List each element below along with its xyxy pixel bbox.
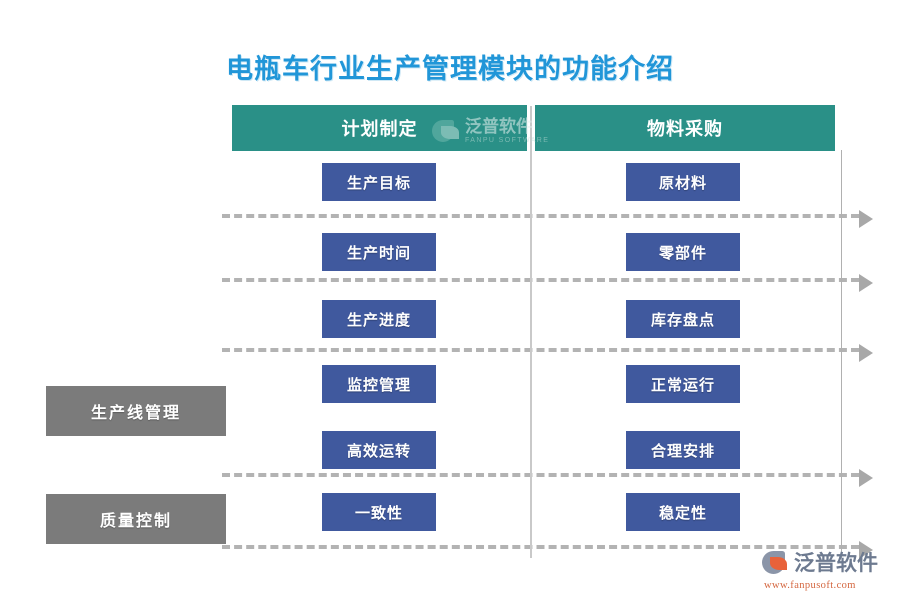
chip-right-5[interactable]: 合理安排 [626, 431, 740, 469]
brand-url: www.fanpusoft.com [764, 580, 856, 591]
right-rail-line [841, 150, 842, 558]
chip-right-6[interactable]: 稳定性 [626, 493, 740, 531]
fanpu-logo-icon [762, 550, 790, 576]
header-material-purchase[interactable]: 物料采购 [535, 105, 835, 151]
chip-left-3[interactable]: 生产进度 [322, 300, 436, 338]
connector-arrow-5 [222, 541, 873, 559]
chip-left-5[interactable]: 高效运转 [322, 431, 436, 469]
chip-left-1[interactable]: 生产目标 [322, 163, 436, 201]
column-separator-line [530, 106, 532, 558]
brand-row: 泛普软件 [762, 549, 892, 577]
page-title: 电瓶车行业生产管理模块的功能介绍 [226, 54, 674, 84]
connector-arrow-2 [222, 274, 873, 292]
chip-right-3[interactable]: 库存盘点 [626, 300, 740, 338]
chip-left-6[interactable]: 一致性 [322, 493, 436, 531]
chip-left-4[interactable]: 监控管理 [322, 365, 436, 403]
connector-arrow-4 [222, 469, 873, 487]
connector-arrow-3 [222, 344, 873, 362]
brand-name: 泛普软件 [794, 551, 878, 575]
brand-logo[interactable]: 泛普软件 www.fanpusoft.com [762, 549, 892, 595]
header-plan-making[interactable]: 计划制定 [232, 105, 527, 151]
chip-left-2[interactable]: 生产时间 [322, 233, 436, 271]
category-box-1[interactable]: 生产线管理 [46, 386, 226, 436]
category-box-2[interactable]: 质量控制 [46, 494, 226, 544]
chip-right-1[interactable]: 原材料 [626, 163, 740, 201]
chip-right-2[interactable]: 零部件 [626, 233, 740, 271]
chip-right-4[interactable]: 正常运行 [626, 365, 740, 403]
connector-arrow-1 [222, 210, 873, 228]
